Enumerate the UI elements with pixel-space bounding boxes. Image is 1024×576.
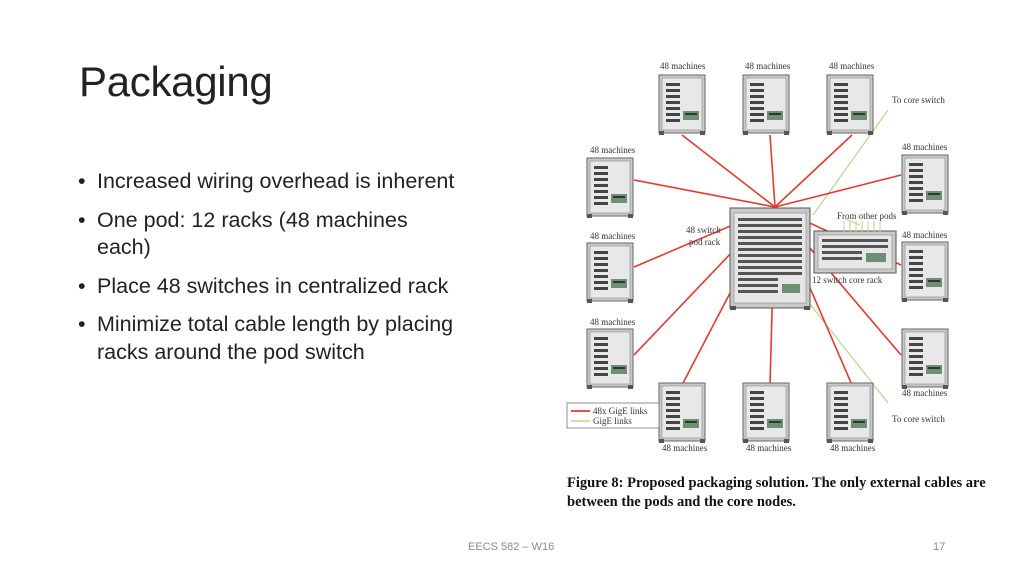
core-rack-label: 12 switch core rack — [812, 275, 883, 285]
rack-bottom-left — [658, 382, 706, 444]
green-links — [809, 109, 889, 404]
rack-label: 48 machines — [830, 443, 876, 453]
pod-switch-label: 48 switch — [686, 225, 721, 235]
bullet-item: One pod: 12 racks (48 machines each) — [78, 207, 458, 262]
to-core-switch-label: To core switch — [892, 95, 945, 105]
rack-label: 48 machines — [662, 443, 708, 453]
footer-course: EECS 582 – W16 — [468, 541, 555, 553]
bullet-item: Minimize total cable length by placing r… — [78, 311, 458, 366]
rack-label: 48 machines — [590, 317, 636, 327]
rack-label: 48 machines — [746, 443, 792, 453]
rack-bottom-center — [742, 382, 790, 444]
legend-green-label: GigE links — [593, 416, 632, 426]
from-other-pods-label: From other pods — [837, 211, 897, 221]
rack-top-center — [742, 74, 790, 136]
legend-red-label: 48x GigE links — [593, 406, 648, 416]
rack-label: 48 machines — [745, 61, 791, 71]
rack-left-upper — [586, 157, 634, 219]
slide-title: Packaging — [79, 58, 273, 105]
rack-top-left — [658, 74, 706, 136]
rack-label: 48 machines — [902, 230, 948, 240]
rack-left-middle — [586, 242, 634, 304]
rack-label: 48 machines — [829, 61, 875, 71]
pod-switch-rack — [729, 207, 811, 310]
legend: 48x GigE links GigE links — [566, 402, 660, 429]
rack-right-lower — [901, 328, 949, 390]
packaging-diagram: 48 machines 48 machines 48 machines 48 m… — [566, 61, 949, 453]
rack-label: 48 machines — [902, 388, 948, 398]
rack-right-upper — [901, 154, 949, 216]
rack-right-middle — [901, 241, 949, 303]
rack-label: 48 machines — [590, 231, 636, 241]
rack-left-lower — [586, 328, 634, 390]
rack-label: 48 machines — [902, 142, 948, 152]
bullet-list: Increased wiring overhead is inherent On… — [78, 168, 458, 377]
rack-top-right — [826, 74, 874, 136]
to-core-switch-label: To core switch — [892, 414, 945, 424]
rack-label: 48 machines — [590, 145, 636, 155]
page-number: 17 — [933, 541, 946, 553]
core-switch-rack — [813, 221, 897, 274]
figure-caption: Figure 8: Proposed packaging solution. T… — [567, 475, 986, 510]
rack-label: 48 machines — [660, 61, 706, 71]
rack-bottom-right — [826, 382, 874, 444]
bullet-item: Place 48 switches in centralized rack — [78, 273, 458, 301]
pod-switch-label: pod rack — [689, 237, 721, 247]
bullet-item: Increased wiring overhead is inherent — [78, 168, 458, 196]
